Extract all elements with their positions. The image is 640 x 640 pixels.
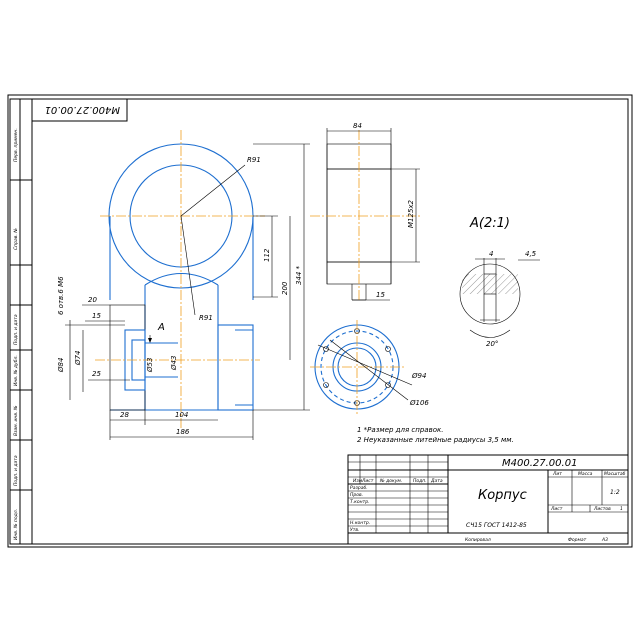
dim-53: Ø53: [146, 358, 154, 373]
stamp-label-4: Инв. № дубл.: [13, 355, 19, 386]
dim-4-5: 4,5: [525, 250, 537, 258]
dim-200: 200: [281, 281, 289, 295]
dim-25: 25: [92, 370, 101, 378]
tb-copied: Копировал: [465, 537, 491, 543]
tb-change-5: Дата: [430, 478, 443, 484]
dim-94: Ø94: [411, 372, 426, 380]
tb-change-4: Подп.: [413, 478, 427, 484]
tb-format: A3: [601, 537, 608, 543]
dim-28: 28: [120, 411, 129, 419]
flange-view: Ø94 Ø106: [310, 320, 429, 415]
dim-m125: M125x2: [407, 199, 415, 228]
tb-sheet: Лист: [550, 506, 563, 512]
stamp-label-6: Подп. и дата: [13, 455, 19, 486]
tb-lit: Лит: [552, 471, 562, 477]
tb-role-3: Т.контр.: [350, 499, 370, 505]
material: СЧ15 ГОСТ 1412-85: [466, 522, 527, 529]
dim-15: 15: [92, 312, 101, 320]
title-drawing-code: М400.27.00.01: [502, 458, 577, 469]
side-view: 84 M125x2 15: [310, 122, 420, 301]
tb-change-1: Изм: [353, 478, 363, 484]
stamp-label-2: Справ. №: [13, 228, 19, 250]
dim-15-side: 15: [376, 291, 385, 299]
rotated-drawing-code: М400.27.00.01: [45, 104, 120, 115]
title-block: М400.27.00.01 Корпус СЧ15 ГОСТ 1412-85 И…: [347, 454, 629, 545]
tb-sheets: Листов: [593, 506, 611, 512]
rotated-code-box: М400.27.00.01: [31, 98, 128, 122]
dim-104: 104: [175, 411, 188, 419]
dim-angle-20: 20°: [486, 340, 498, 348]
main-view: [95, 130, 265, 430]
view-a-label: A: [157, 322, 165, 333]
dim-112: 112: [263, 248, 271, 262]
dim-344: 344 *: [295, 265, 303, 285]
dim-holes: 6 отв.6 М6: [57, 276, 65, 315]
tb-role-1: Разраб.: [350, 485, 368, 491]
dim-74: Ø74: [74, 351, 82, 366]
note-2: 2 Неуказанные литейные радиусы 3,5 мм.: [357, 436, 514, 444]
stamp-label-5: Взам. инв. №: [13, 405, 19, 436]
dim-4: 4: [489, 250, 493, 258]
tb-role-6: Утв.: [350, 527, 359, 533]
main-dimensions: R91 R91 112 200 344 * 6 отв.6 М6 20 15 Ø…: [57, 143, 310, 440]
sheet-border: [7, 94, 633, 548]
stamp-label-3: Подп. и дата: [13, 314, 19, 345]
dim-84: Ø84: [57, 358, 65, 373]
detail-label: A(2:1): [469, 216, 510, 231]
notes: 1 *Размер для справок. 2 Неуказанные лит…: [357, 426, 514, 444]
dim-43: Ø43: [170, 356, 178, 371]
note-1: 1 *Размер для справок.: [357, 426, 443, 434]
stamp-label-7: Инв. № подл.: [13, 509, 19, 540]
tb-change-3: № докум.: [379, 478, 402, 484]
tb-sheets-total: 1: [620, 506, 623, 512]
stamp-label-1: Перв. примен.: [13, 128, 19, 162]
dim-186: 186: [176, 428, 190, 436]
tb-role-5: Н.контр.: [350, 520, 370, 526]
detail-view: A(2:1) 4 4,5 20°: [459, 216, 540, 348]
tb-scale: 1:2: [610, 489, 620, 496]
tb-change-2: Лист: [361, 478, 374, 484]
side-stamp: Перв. примен. Справ. № Подп. и дата Инв.…: [9, 98, 33, 545]
dim-106: Ø106: [409, 399, 429, 407]
part-name: Корпус: [478, 488, 527, 503]
drawing-frame: [31, 98, 629, 545]
dim-r91-bottom: R91: [199, 314, 213, 322]
dim-20: 20: [88, 296, 97, 304]
dim-r91-top: R91: [247, 156, 261, 164]
dim-84-side: 84: [353, 122, 362, 130]
tb-format-label: Формат: [568, 537, 587, 543]
tb-scale-label: Масштаб: [604, 471, 626, 477]
tb-role-2: Пров.: [350, 492, 363, 498]
tb-mass: Масса: [578, 471, 593, 477]
